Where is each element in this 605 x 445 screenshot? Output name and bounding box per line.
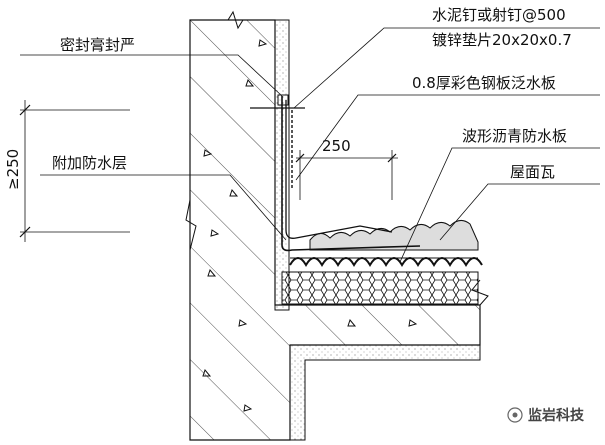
aggregate-marks: [202, 39, 418, 412]
annotations: 密封膏封严 水泥钉或射钉@500 镀锌垫片20x20x0.7 0.8厚彩色钢板泛…: [52, 6, 572, 181]
label-extra-waterproof: 附加防水层: [52, 154, 127, 172]
leader-lines: [20, 27, 600, 263]
flashing-plate: [281, 96, 421, 252]
watermark: 监岩科技: [507, 407, 585, 424]
label-nail: 水泥钉或射钉@500: [432, 6, 566, 24]
insulation-layer: [281, 271, 479, 305]
watermark-logo-icon: [507, 407, 523, 423]
nail-fixing: [250, 94, 305, 190]
dim-vertical-text: ≥250: [4, 149, 22, 190]
watermark-text: 监岩科技: [528, 407, 585, 424]
corrugated-sheet: [289, 257, 483, 268]
label-washer: 镀锌垫片20x20x0.7: [432, 31, 572, 49]
label-asphalt-sheet: 波形沥青防水板: [462, 127, 567, 145]
dimension-vertical: ≥250: [4, 100, 130, 242]
label-sealant: 密封膏封严: [60, 36, 135, 54]
dimension-horizontal: 250: [295, 137, 398, 200]
label-flashing: 0.8厚彩色钢板泛水板: [412, 74, 556, 92]
dim-horizontal-text: 250: [322, 137, 351, 155]
roof-tile: [309, 220, 479, 251]
label-roof-tile: 屋面瓦: [510, 163, 555, 181]
